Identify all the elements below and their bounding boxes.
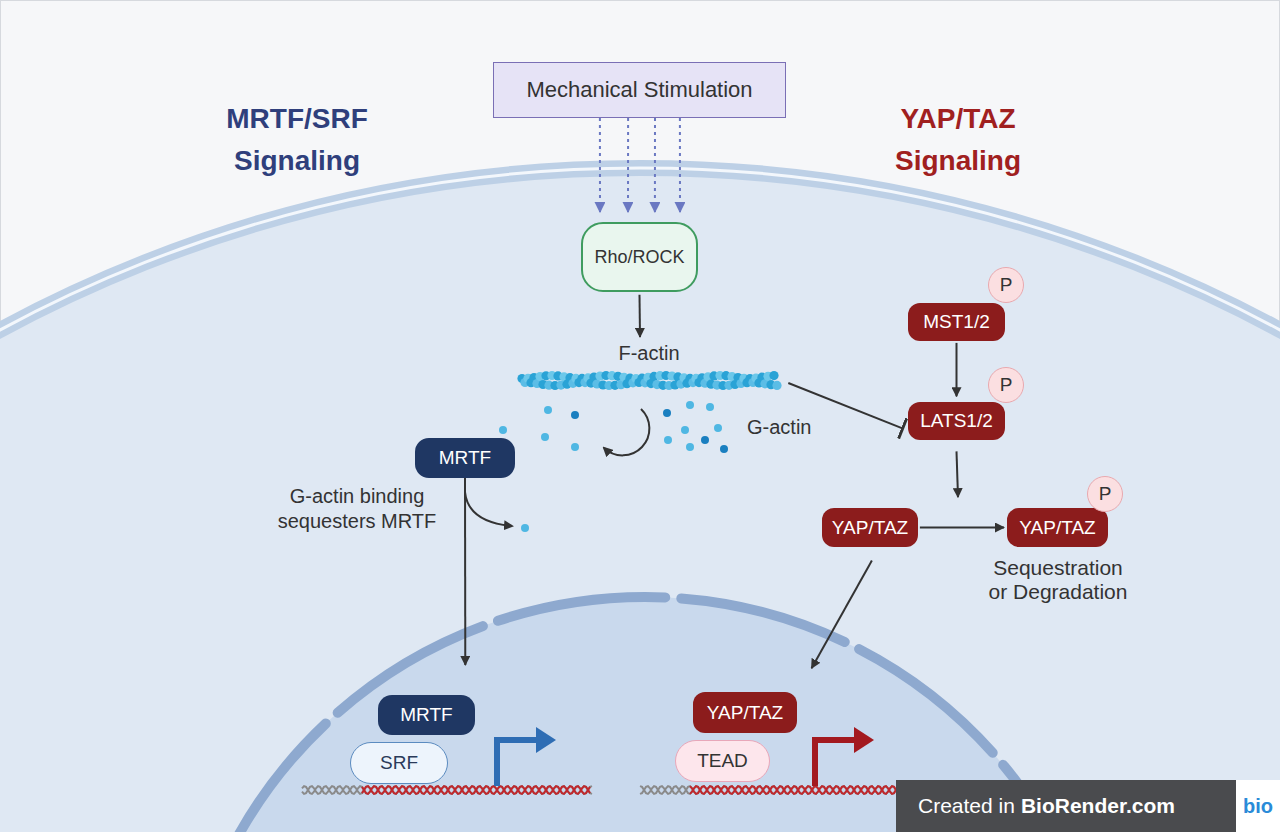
g-actin-monomer	[664, 436, 672, 444]
dotted-arrow	[627, 118, 629, 212]
node-text: YAP/TAZ	[1019, 517, 1095, 539]
node-text: Mechanical Stimulation	[526, 77, 752, 103]
watermark-bar: Created inBioRender.com bio	[896, 780, 1280, 832]
connector-arrow	[639, 295, 642, 337]
node-text: MRTF	[439, 447, 491, 469]
connector-arrow	[464, 478, 466, 665]
section-heading: MRTF/SRF Signaling	[197, 98, 397, 182]
protein-box: YAP/TAZ	[693, 692, 797, 733]
dna-strand	[640, 786, 930, 794]
dna-strand	[640, 786, 930, 794]
connector-arrow	[956, 343, 958, 396]
node-text: P	[1000, 274, 1013, 296]
node-text: Rho/ROCK	[594, 247, 684, 268]
g-actin-monomer	[714, 424, 722, 432]
actin-subunit	[769, 371, 778, 380]
g-actin-monomer	[720, 445, 728, 453]
g-actin-monomer	[521, 524, 529, 532]
transcription-arrowhead	[854, 727, 874, 753]
g-actin-monomers	[499, 401, 728, 453]
node-text: F-actin	[618, 342, 679, 365]
dotted-arrow	[679, 118, 681, 212]
transcription-arrow	[815, 740, 856, 786]
g-actin-monomer	[706, 403, 714, 411]
g-actin-monomer	[571, 411, 579, 419]
process-box: Rho/ROCK	[581, 222, 698, 292]
dna-strand	[302, 786, 592, 794]
node-text: YAP/TAZ	[832, 517, 908, 539]
protein-box: YAP/TAZ	[822, 508, 918, 547]
connector-arrow	[812, 561, 872, 669]
dna-strand	[690, 786, 912, 794]
sequester-arrow	[465, 492, 512, 526]
transcription-arrow	[497, 740, 538, 786]
dna-strand	[362, 786, 590, 794]
factor-pill: TEAD	[675, 740, 770, 782]
node-text: MRTF	[400, 704, 452, 726]
node-text: P	[1000, 374, 1013, 396]
watermark-text: BioRender.com	[1021, 794, 1175, 818]
dna-strands	[302, 786, 930, 794]
factor-pill: SRF	[350, 742, 448, 784]
node-text: SRF	[380, 752, 418, 774]
section-heading: YAP/TAZ Signaling	[858, 98, 1058, 182]
phospho-circle: P	[988, 267, 1024, 303]
dotted-arrow	[599, 118, 601, 212]
membrane-line	[0, 168, 1280, 832]
node-text: MST1/2	[923, 311, 990, 333]
protein-box: YAP/TAZ	[1007, 508, 1108, 547]
molecule-label: G-actin	[747, 416, 811, 439]
g-actin-monomer	[571, 443, 579, 451]
g-actin-monomer	[499, 426, 507, 434]
g-actin-monomer	[541, 433, 549, 441]
node-text: LATS1/2	[920, 410, 993, 432]
annotation: Sequestration or Degradation	[983, 556, 1133, 604]
filament-node: F-actin	[520, 342, 778, 392]
cycle-arrow	[604, 409, 649, 455]
node-text: P	[1099, 483, 1112, 505]
protein-box: MRTF	[378, 695, 475, 735]
node-text: YAP/TAZ	[707, 702, 783, 724]
annotation: G-actin binding sequesters MRTF	[252, 484, 462, 534]
dna-strand	[302, 786, 592, 794]
watermark-text: Created in	[918, 794, 1015, 818]
kinase-box: MST1/2	[908, 303, 1005, 341]
protein-box: MRTF	[415, 438, 515, 478]
g-actin-monomer	[686, 443, 694, 451]
g-actin-monomer	[663, 409, 671, 417]
transcription-arrowhead	[536, 727, 556, 753]
actin-subunit	[772, 381, 781, 390]
g-actin-monomer	[544, 406, 552, 414]
watermark-logo: bio	[1236, 780, 1280, 832]
g-actin-monomer	[681, 426, 689, 434]
g-actin-monomer	[686, 401, 694, 409]
dotted-arrow	[654, 118, 656, 212]
connector-arrow	[920, 527, 1004, 529]
node-text: TEAD	[697, 750, 748, 772]
nucleus	[179, 597, 1111, 832]
phospho-circle: P	[988, 367, 1024, 403]
connector-arrow	[957, 451, 959, 497]
dna-strand	[690, 786, 912, 794]
cell-membrane	[0, 168, 1280, 832]
stimulus-box: Mechanical Stimulation	[493, 62, 786, 118]
nuclear-envelope	[179, 597, 1111, 832]
kinase-box: LATS1/2	[908, 402, 1005, 440]
f-actin-filament	[517, 371, 781, 390]
dna-strand	[362, 786, 590, 794]
g-actin-monomer	[701, 436, 709, 444]
phospho-circle: P	[1087, 476, 1123, 512]
watermark-logo-text: bio	[1243, 795, 1273, 818]
